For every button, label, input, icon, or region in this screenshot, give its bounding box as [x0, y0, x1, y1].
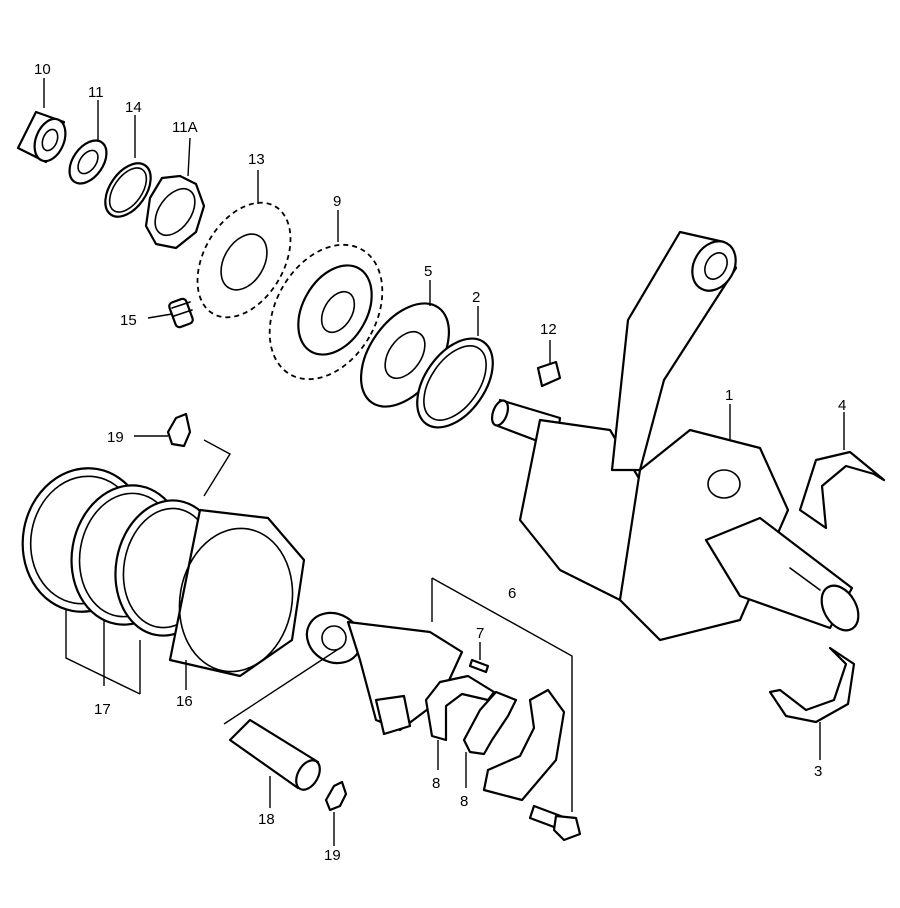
callout-19-top: 19 — [107, 429, 124, 446]
part-11-washer[interactable] — [62, 134, 114, 191]
part-9-crank-gear[interactable] — [247, 225, 406, 400]
callout-2: 2 — [472, 289, 480, 306]
callout-1: 1 — [725, 387, 733, 404]
part-16-piston[interactable] — [168, 508, 306, 681]
part-7-dowel[interactable] — [468, 658, 490, 674]
callout-13: 13 — [248, 151, 265, 168]
callout-14: 14 — [125, 99, 142, 116]
callout-12: 12 — [540, 321, 557, 338]
part-8-bearing-a[interactable] — [424, 674, 496, 742]
callout-7: 7 — [476, 625, 484, 642]
part-19-clip-top[interactable] — [166, 412, 192, 448]
callouts: 10 11 14 11A 13 9 5 2 12 15 19 1 4 6 7 1… — [34, 61, 846, 864]
callout-17: 17 — [94, 701, 111, 718]
part-12-key[interactable] — [536, 360, 562, 388]
callout-11: 11 — [88, 84, 104, 101]
callout-8-left: 8 — [432, 775, 440, 792]
callout-19-bottom: 19 — [324, 847, 341, 864]
part-13-gear[interactable] — [178, 186, 309, 333]
callout-16: 16 — [176, 693, 193, 710]
callout-3: 3 — [814, 763, 822, 780]
part-14-circlip[interactable] — [96, 155, 160, 225]
callout-11A: 11A — [172, 119, 198, 136]
part-6-rod-bolt[interactable] — [528, 804, 582, 842]
part-1-crankshaft[interactable] — [489, 230, 866, 642]
callout-15: 15 — [120, 312, 137, 329]
callout-4: 4 — [838, 397, 846, 414]
callout-9: 9 — [333, 193, 341, 210]
part-2-ring[interactable] — [402, 325, 509, 441]
callout-10: 10 — [34, 61, 51, 78]
callout-8-right: 8 — [460, 793, 468, 810]
part-3-bearing[interactable] — [768, 646, 856, 724]
callout-18: 18 — [258, 811, 275, 828]
part-4-bearing[interactable] — [798, 450, 886, 530]
part-15-bolt[interactable] — [168, 297, 194, 329]
part-10-seal[interactable] — [16, 110, 71, 166]
part-6-rod-cap[interactable] — [482, 688, 566, 802]
callout-5: 5 — [424, 263, 432, 280]
part-8-bearing-b[interactable] — [462, 690, 518, 756]
part-19-clip-bottom[interactable] — [324, 780, 348, 812]
callout-6: 6 — [508, 585, 516, 602]
part-18-piston-pin[interactable] — [228, 718, 325, 794]
leader-lines — [43, 78, 845, 846]
part-11A-tab-washer[interactable] — [144, 174, 206, 250]
